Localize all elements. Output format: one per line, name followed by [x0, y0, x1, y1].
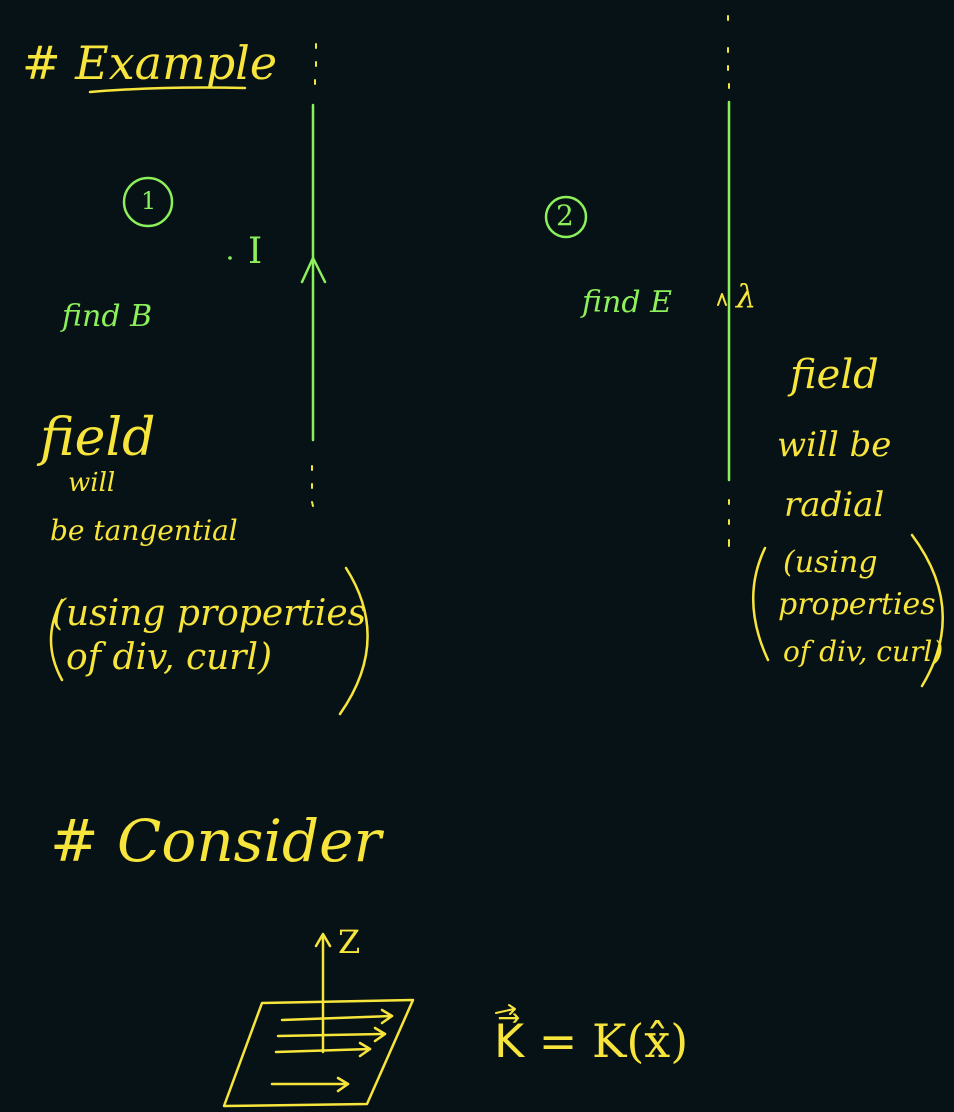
surface-current-equation: K⃗ = K(x̂) [494, 1014, 689, 1068]
current-dot [228, 256, 232, 260]
example2-note-line-2: will be [777, 425, 892, 465]
vector-k-arrow-icon [495, 1004, 516, 1015]
current-arrow-icon [300, 256, 327, 284]
example1-right-paren [338, 566, 369, 716]
example2-number-circle [544, 195, 588, 239]
z-axis-arrow-icon [314, 932, 332, 948]
example1-wire-dots [311, 43, 317, 507]
example2-note-line-1: field [790, 352, 879, 398]
example2-left-paren [751, 546, 770, 662]
example2-line-dots [727, 15, 730, 547]
surface-current-arrows [270, 1008, 394, 1093]
example2-right-paren [910, 533, 944, 688]
example1-note-line-1: field [40, 408, 156, 468]
title-underline [88, 86, 247, 94]
page-title: # Example [22, 36, 278, 90]
example2-arrow-icon [717, 293, 727, 306]
example2-number: 2 [556, 199, 574, 232]
example1-number-circle [122, 176, 174, 228]
example1-note-line-3: be tangential [50, 514, 238, 547]
current-label: I [248, 231, 263, 272]
example2-note-line-4: (using [783, 545, 878, 580]
example1-left-paren [49, 598, 64, 682]
example1-task: find B [62, 299, 153, 334]
example2-note-line-6: of div, curl) [783, 635, 944, 668]
current-sheet [222, 998, 415, 1108]
example2-note-line-5: properties [778, 587, 936, 622]
example1-note-line-4: (using properties [52, 593, 367, 634]
charge-density-label: λ [736, 277, 757, 315]
example2-note-line-3: radial [784, 485, 885, 525]
example1-note-line-2: will [68, 468, 116, 498]
example2-task: find E [582, 285, 672, 320]
example1-number: 1 [141, 187, 157, 215]
example1-note-line-5: of div, curl) [66, 637, 273, 678]
z-axis-label: Z [338, 923, 361, 961]
consider-heading: # Consider [50, 807, 382, 875]
